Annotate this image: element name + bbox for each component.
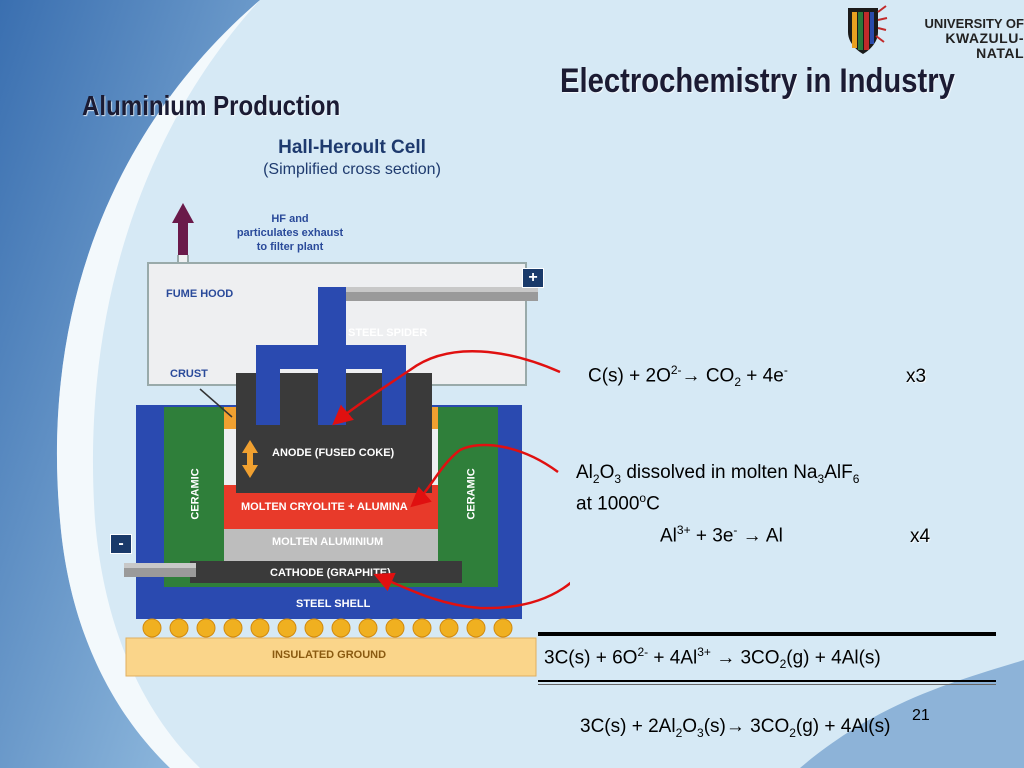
steel-shell-label: STEEL SHELL (296, 598, 371, 610)
overall-rule-bottom2 (538, 684, 996, 685)
anode-multiplier: x3 (906, 366, 927, 387)
steel-spider (318, 287, 346, 347)
anode-equation: C(s) + 2O2-→ CO2 + 4e- (588, 363, 788, 390)
exhaust-label-line2: particulates exhaust (236, 227, 344, 239)
exhaust-arrow-shaft (178, 220, 188, 255)
electrolyte-pointer (410, 443, 559, 508)
aluminium-label: MOLTEN ALUMINIUM (272, 536, 384, 548)
diagram-title-main: Hall-Heroult Cell (278, 137, 426, 158)
cathode-equation: Al3+ + 3e- → Al (660, 523, 783, 547)
crust-label: CRUST (170, 368, 208, 380)
overall-equation: 3C(s) + 6O2- + 4Al3+ → 3CO2(g) + 4Al(s) (544, 645, 881, 672)
ceramic-label-left: CERAMIC (189, 468, 202, 520)
cathode-multiplier: x4 (910, 526, 931, 547)
university-name: UNIVERSITY OF KWAZULU-NATAL (898, 16, 1024, 61)
positive-terminal: + (522, 268, 544, 288)
molten-aluminium (224, 529, 438, 561)
exhaust-label-line3: to filter plant (256, 241, 324, 253)
slide-subtitle: Aluminium Production (82, 90, 341, 121)
exhaust-label: HF and particulates exhaust to filter pl… (226, 212, 354, 254)
electrolyte-temperature: at 1000oC (576, 491, 660, 515)
adjust-arrow (242, 440, 258, 478)
crust-pointer (199, 388, 233, 418)
university-name-line1: UNIVERSITY OF (924, 16, 1024, 31)
university-name-line2: KWAZULU-NATAL (945, 30, 1024, 61)
diagram-title-sub: (Simplified cross section) (263, 161, 441, 178)
exhaust-label-line1: HF and (271, 213, 309, 225)
net-equation: 3C(s) + 2Al2O3(s)→ 3CO2(g) + 4Al(s) (580, 716, 891, 740)
cryolite-label: MOLTEN CRYOLITE + ALUMINA (241, 501, 408, 513)
slide-title: Electrochemistry in Industry (560, 62, 955, 100)
diagram-title: Hall-Heroult Cell (Simplified cross sect… (252, 137, 452, 179)
cathode-label: CATHODE (GRAPHITE) (270, 567, 391, 579)
fume-hood-label: FUME HOOD (166, 288, 234, 300)
electrolyte-text: Al2O3 dissolved in molten Na3AlF6 (576, 462, 860, 486)
university-logo (848, 5, 888, 54)
anode-pointer (332, 350, 561, 426)
cathode-pointer (373, 572, 570, 610)
hall-heroult-cell-diagram (124, 203, 538, 677)
negative-terminal: - (110, 534, 132, 554)
insulation-balls (142, 618, 513, 638)
insulated-ground (125, 637, 537, 677)
overall-rule-bottom (538, 680, 996, 682)
anode-label: ANODE (FUSED COKE) (272, 447, 395, 459)
pointer-arrows (332, 350, 570, 610)
exhaust-arrow-head (172, 203, 194, 223)
steel-spider-label: STEEL SPIDER (348, 327, 428, 339)
page-number: 21 (912, 707, 930, 724)
insulated-ground-label: INSULATED GROUND (272, 649, 387, 661)
overall-rule-top (538, 632, 996, 636)
